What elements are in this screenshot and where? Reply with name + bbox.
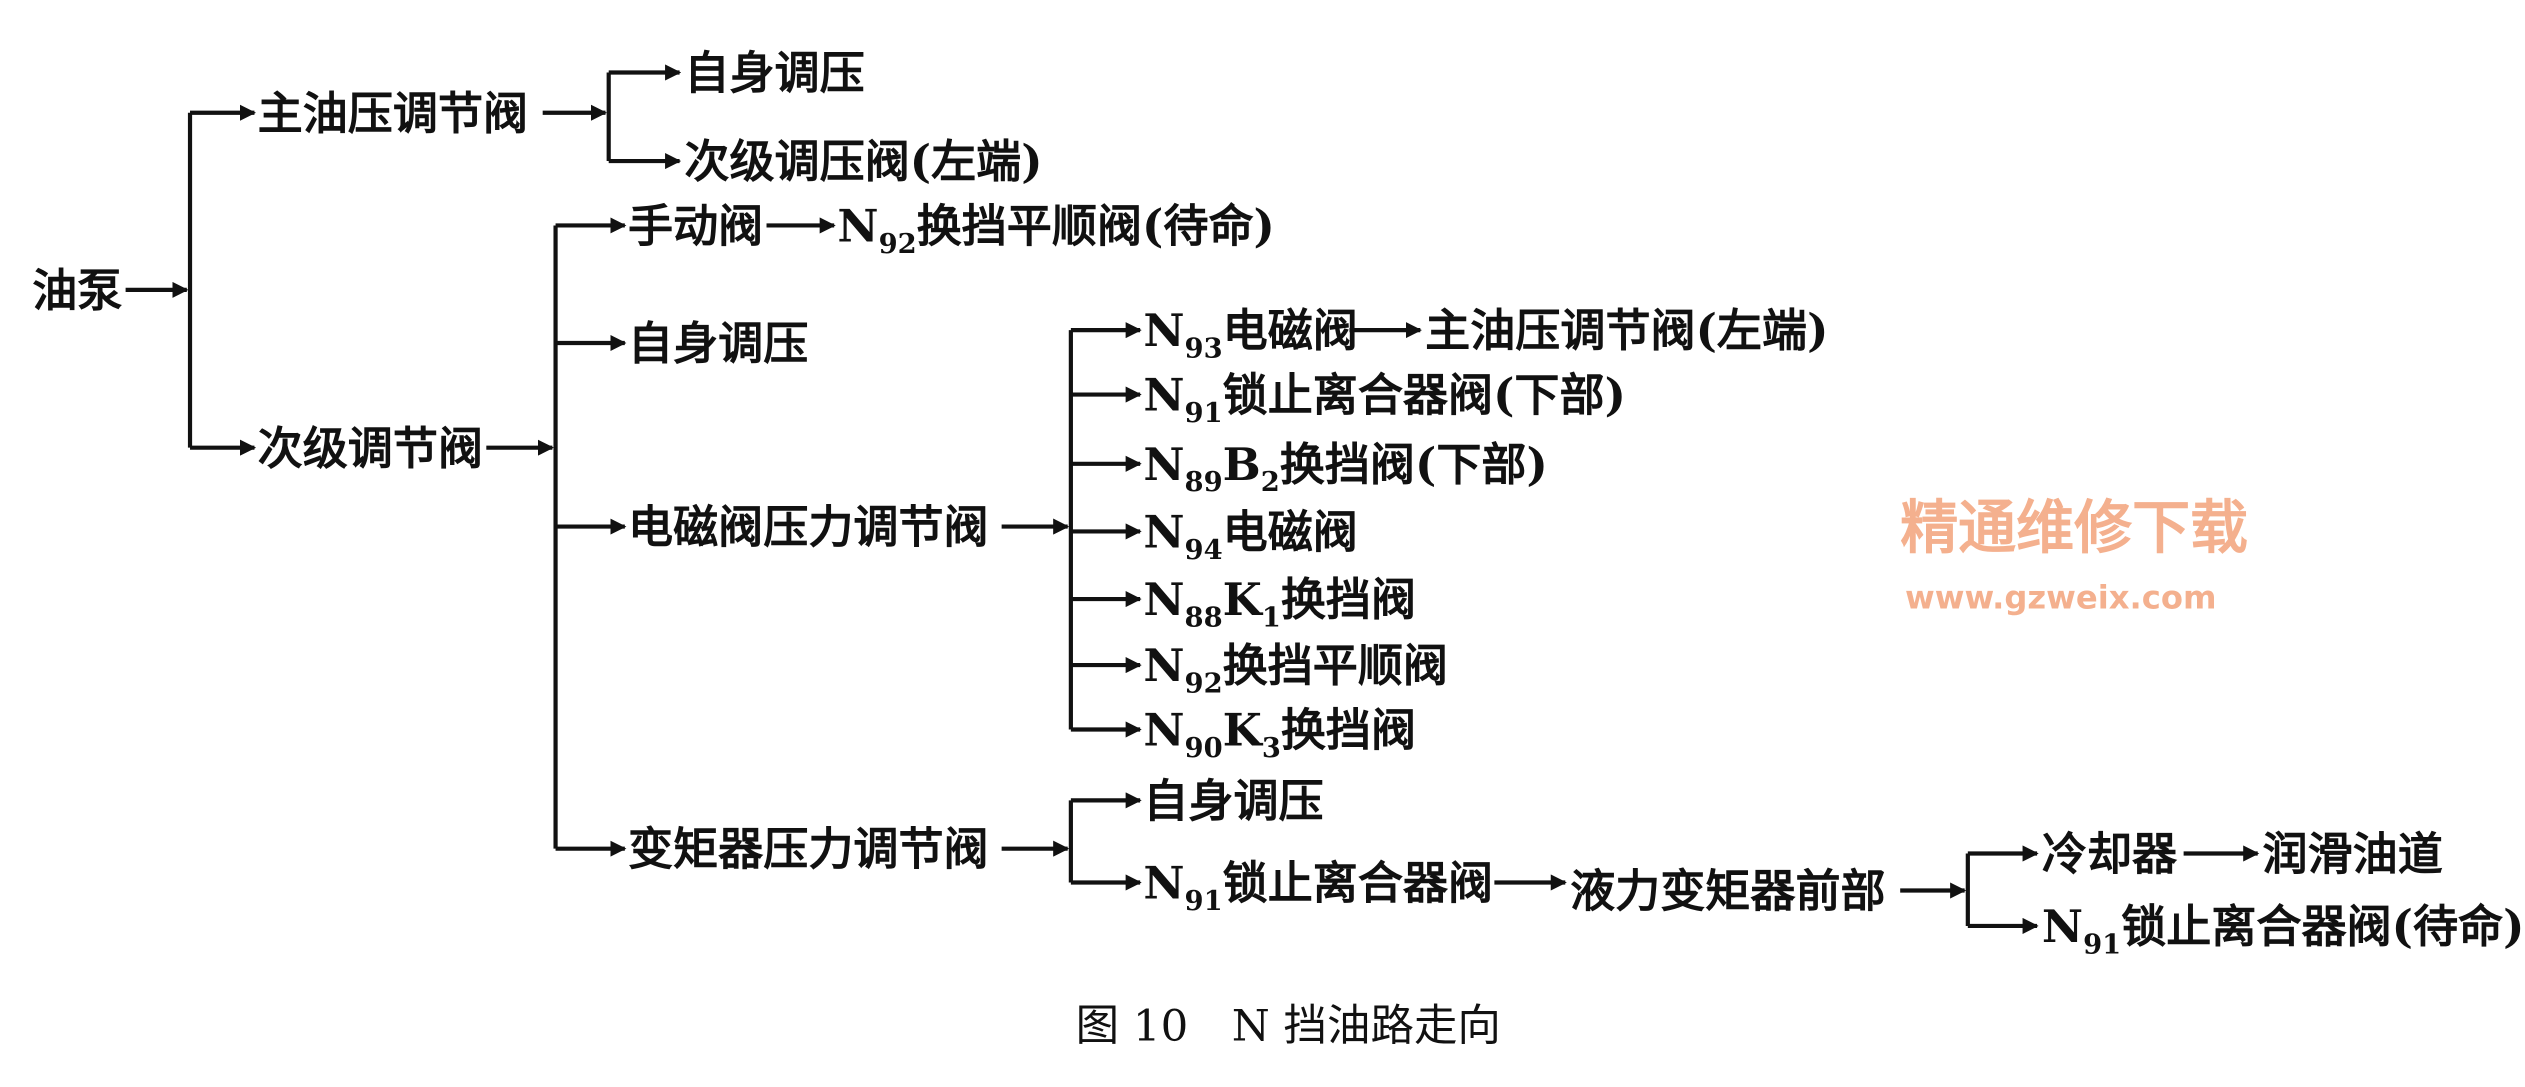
watermark-url: www.gzweix.com (1905, 579, 2216, 617)
node-n91-standby: N91锁止离合器阀(待命) (2042, 900, 2525, 960)
node-main-self-regulating: 自身调压 (684, 47, 864, 100)
watermark: 精通维修下载 www.gzweix.com (1900, 494, 2248, 617)
watermark-title: 精通维修下载 (1900, 494, 2248, 562)
node-n91-lockup-lower: N91锁止离合器阀(下部) (1143, 369, 1626, 429)
node-n92-standby: N92换挡平顺阀(待命) (837, 200, 1275, 260)
figure-caption: 图 10 N 挡油路走向 (1076, 1001, 1501, 1051)
nodes: 油泵 主油压调节阀 自身调压 次级调压阀(左端) 次级调节阀 手动阀 N92换挡… (32, 47, 2524, 961)
connectors (125, 64, 2260, 935)
node-tc-self-regulating: 自身调压 (1143, 774, 1323, 827)
node-n90-k3-shift-valve: N90K3换挡阀 (1143, 704, 1416, 764)
node-main-pressure-regulator-left: 主油压调节阀(左端) (1425, 304, 1828, 357)
node-main-pressure-regulator: 主油压调节阀 (258, 87, 528, 140)
node-n91-lockup: N91锁止离合器阀 (1143, 857, 1493, 917)
node-lubrication-channel: 润滑油道 (2263, 828, 2443, 881)
node-cooler: 冷却器 (2042, 828, 2178, 881)
node-solenoid-pressure-regulator: 电磁阀压力调节阀 (628, 501, 989, 554)
node-secondary-pressure-valve-left: 次级调压阀(左端) (684, 135, 1042, 188)
node-oil-pump: 油泵 (32, 264, 122, 317)
node-secondary-self-regulating: 自身调压 (628, 317, 808, 370)
node-n92-smoothing-valve: N92换挡平顺阀 (1143, 639, 1448, 699)
node-n89-b2-shift-valve: N89B2换挡阀(下部) (1143, 438, 1548, 498)
node-torque-converter-regulator: 变矩器压力调节阀 (628, 823, 989, 876)
node-manual-valve: 手动阀 (628, 200, 763, 253)
node-n94-solenoid: N94电磁阀 (1143, 506, 1358, 566)
node-n88-k1-shift-valve: N88K1换挡阀 (1143, 573, 1416, 633)
node-torque-converter-front: 液力变矩器前部 (1570, 865, 1886, 918)
node-secondary-regulator: 次级调节阀 (258, 422, 483, 475)
node-n93-solenoid: N93电磁阀 (1143, 304, 1358, 364)
